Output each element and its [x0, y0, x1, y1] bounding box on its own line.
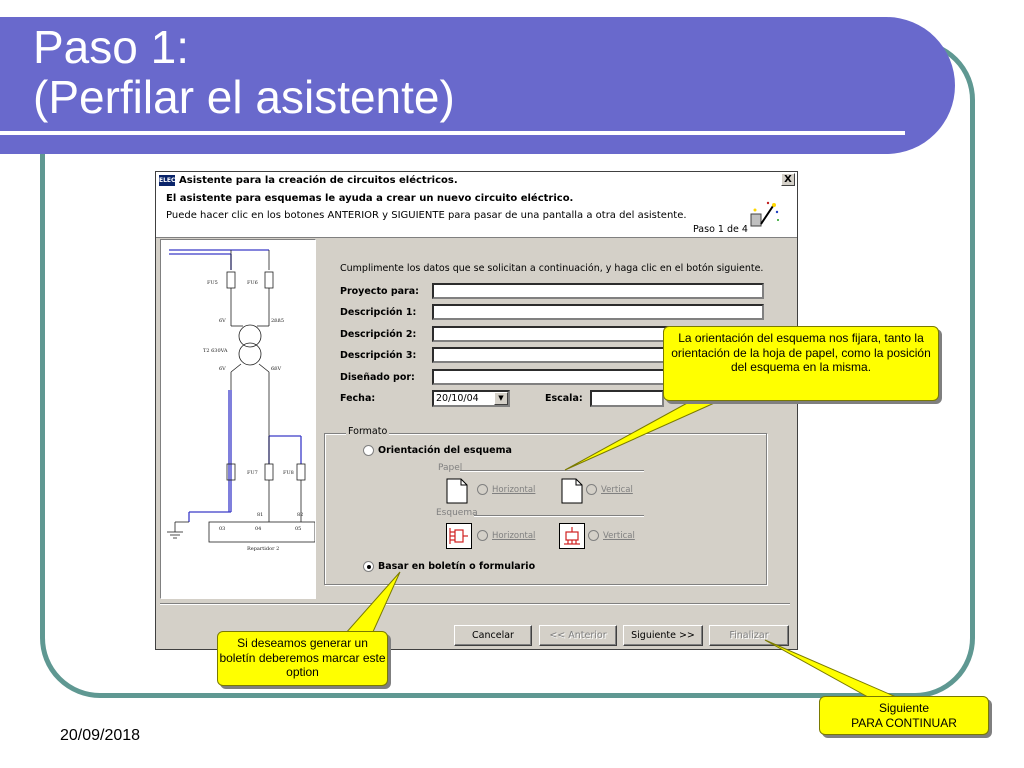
fecha-label: Fecha:: [340, 393, 376, 404]
step-indicator: Paso 1 de 4: [693, 224, 748, 235]
dialog-titlebar[interactable]: ELEC Asistente para la creación de circu…: [156, 172, 797, 188]
slide-title-line2: (Perfilar el asistente): [33, 71, 455, 123]
continue-callout-line1: Siguiente: [878, 701, 930, 715]
siguiente-button[interactable]: Siguiente >>: [623, 625, 703, 646]
esquema-horizontal-label[interactable]: Horizontal: [492, 531, 536, 541]
dialog-title: Asistente para la creación de circuitos …: [179, 174, 458, 186]
proyecto-input[interactable]: [432, 283, 764, 299]
dropdown-arrow-icon[interactable]: ▼: [494, 392, 508, 405]
label-230v: 2ßß5: [271, 318, 284, 324]
orientacion-label[interactable]: Orientación del esquema: [378, 445, 512, 456]
descripcion3-label: Descripción 3:: [340, 350, 417, 361]
esquema-divider: [474, 515, 644, 517]
label-6v-left-low: 6V: [219, 366, 226, 372]
papel-horizontal-radio[interactable]: [477, 484, 488, 495]
esquema-vertical-radio[interactable]: [588, 530, 599, 541]
basar-radio[interactable]: [363, 561, 374, 572]
papel-divider: [460, 470, 644, 472]
papel-horizontal-label[interactable]: Horizontal: [492, 485, 536, 495]
electrical-schematic-drawing: FU5 FU6 FU7 FU8 T2 630VA 03 04 05 Repart…: [167, 249, 316, 552]
paper-horizontal-icon: [446, 478, 468, 504]
descripcion2-label: Descripción 2:: [340, 329, 417, 340]
close-button[interactable]: X: [781, 173, 795, 186]
continue-callout: Siguiente PARA CONTINUAR: [819, 696, 989, 735]
slide-title: Paso 1: (Perfilar el asistente): [33, 22, 455, 122]
schema-vertical-icon: [559, 523, 585, 549]
label-fu6: FU6: [247, 280, 258, 286]
label-fu8: FU8: [283, 470, 294, 476]
finalizar-button[interactable]: Finalizar: [709, 625, 789, 646]
schema-horizontal-icon: [446, 523, 472, 549]
label-fu5: FU5: [207, 280, 218, 286]
descripcion1-label: Descripción 1:: [340, 307, 417, 318]
button-separator: [160, 603, 790, 605]
slide-title-line1: Paso 1:: [33, 21, 189, 73]
disenado-label: Diseñado por:: [340, 372, 415, 383]
basar-label[interactable]: Basar en boletín o formulario: [378, 561, 536, 572]
label-60v: 6ßV: [271, 366, 282, 372]
label-terminal-05: 05: [295, 526, 301, 532]
label-terminal-03: 03: [219, 526, 225, 532]
descripcion1-input[interactable]: [432, 304, 764, 320]
label-6v-left: 6V: [219, 318, 226, 324]
form-intro: Cumplimente los datos que se solicitan a…: [340, 263, 764, 274]
header-heading: El asistente para esquemas le ayuda a cr…: [166, 193, 574, 204]
label-fu7: FU7: [247, 470, 258, 476]
label-repartidor: Repartidor 2: [247, 546, 279, 552]
formato-group: [324, 433, 767, 585]
wizard-dialog: ELEC Asistente para la creación de circu…: [155, 171, 798, 650]
papel-heading: Papel: [438, 463, 463, 473]
orientation-callout: La orientación del esquema nos fijara, t…: [663, 326, 939, 401]
esquema-vertical-label[interactable]: Vertical: [603, 531, 635, 541]
orientacion-radio[interactable]: [363, 445, 374, 456]
paper-vertical-icon: [561, 478, 583, 504]
esquema-heading: Esquema: [436, 508, 478, 518]
cancelar-button[interactable]: Cancelar: [454, 625, 532, 646]
label-81: 81: [257, 512, 263, 518]
escala-label: Escala:: [545, 393, 583, 404]
fecha-combo[interactable]: 20/10/04 ▼: [432, 390, 510, 407]
papel-vertical-label[interactable]: Vertical: [601, 485, 633, 495]
formato-legend: Formato: [346, 426, 390, 437]
fecha-value: 20/10/04: [436, 393, 479, 404]
anterior-button[interactable]: << Anterior: [539, 625, 617, 646]
label-terminal-04: 04: [255, 526, 261, 532]
escala-input[interactable]: [590, 390, 664, 407]
esquema-horizontal-radio[interactable]: [477, 530, 488, 541]
header-instructions: Puede hacer clic en los botones ANTERIOR…: [166, 210, 687, 221]
papel-vertical-radio[interactable]: [586, 484, 597, 495]
boletin-callout: Si deseamos generar un boletín deberemos…: [217, 631, 388, 686]
wizard-wand-icon: [750, 201, 779, 227]
wizard-header: El asistente para esquemas le ayuda a cr…: [156, 188, 797, 238]
slide-date: 20/09/2018: [60, 727, 141, 744]
title-underline: [0, 131, 905, 135]
schematic-preview: FU5 FU6 FU7 FU8 T2 630VA 03 04 05 Repart…: [160, 239, 316, 599]
app-icon: ELEC: [159, 174, 176, 186]
proyecto-label: Proyecto para:: [340, 286, 419, 297]
continue-callout-line2: PARA CONTINUAR: [851, 715, 957, 730]
label-transformer: T2 630VA: [203, 348, 228, 354]
label-82: 82: [297, 512, 303, 518]
